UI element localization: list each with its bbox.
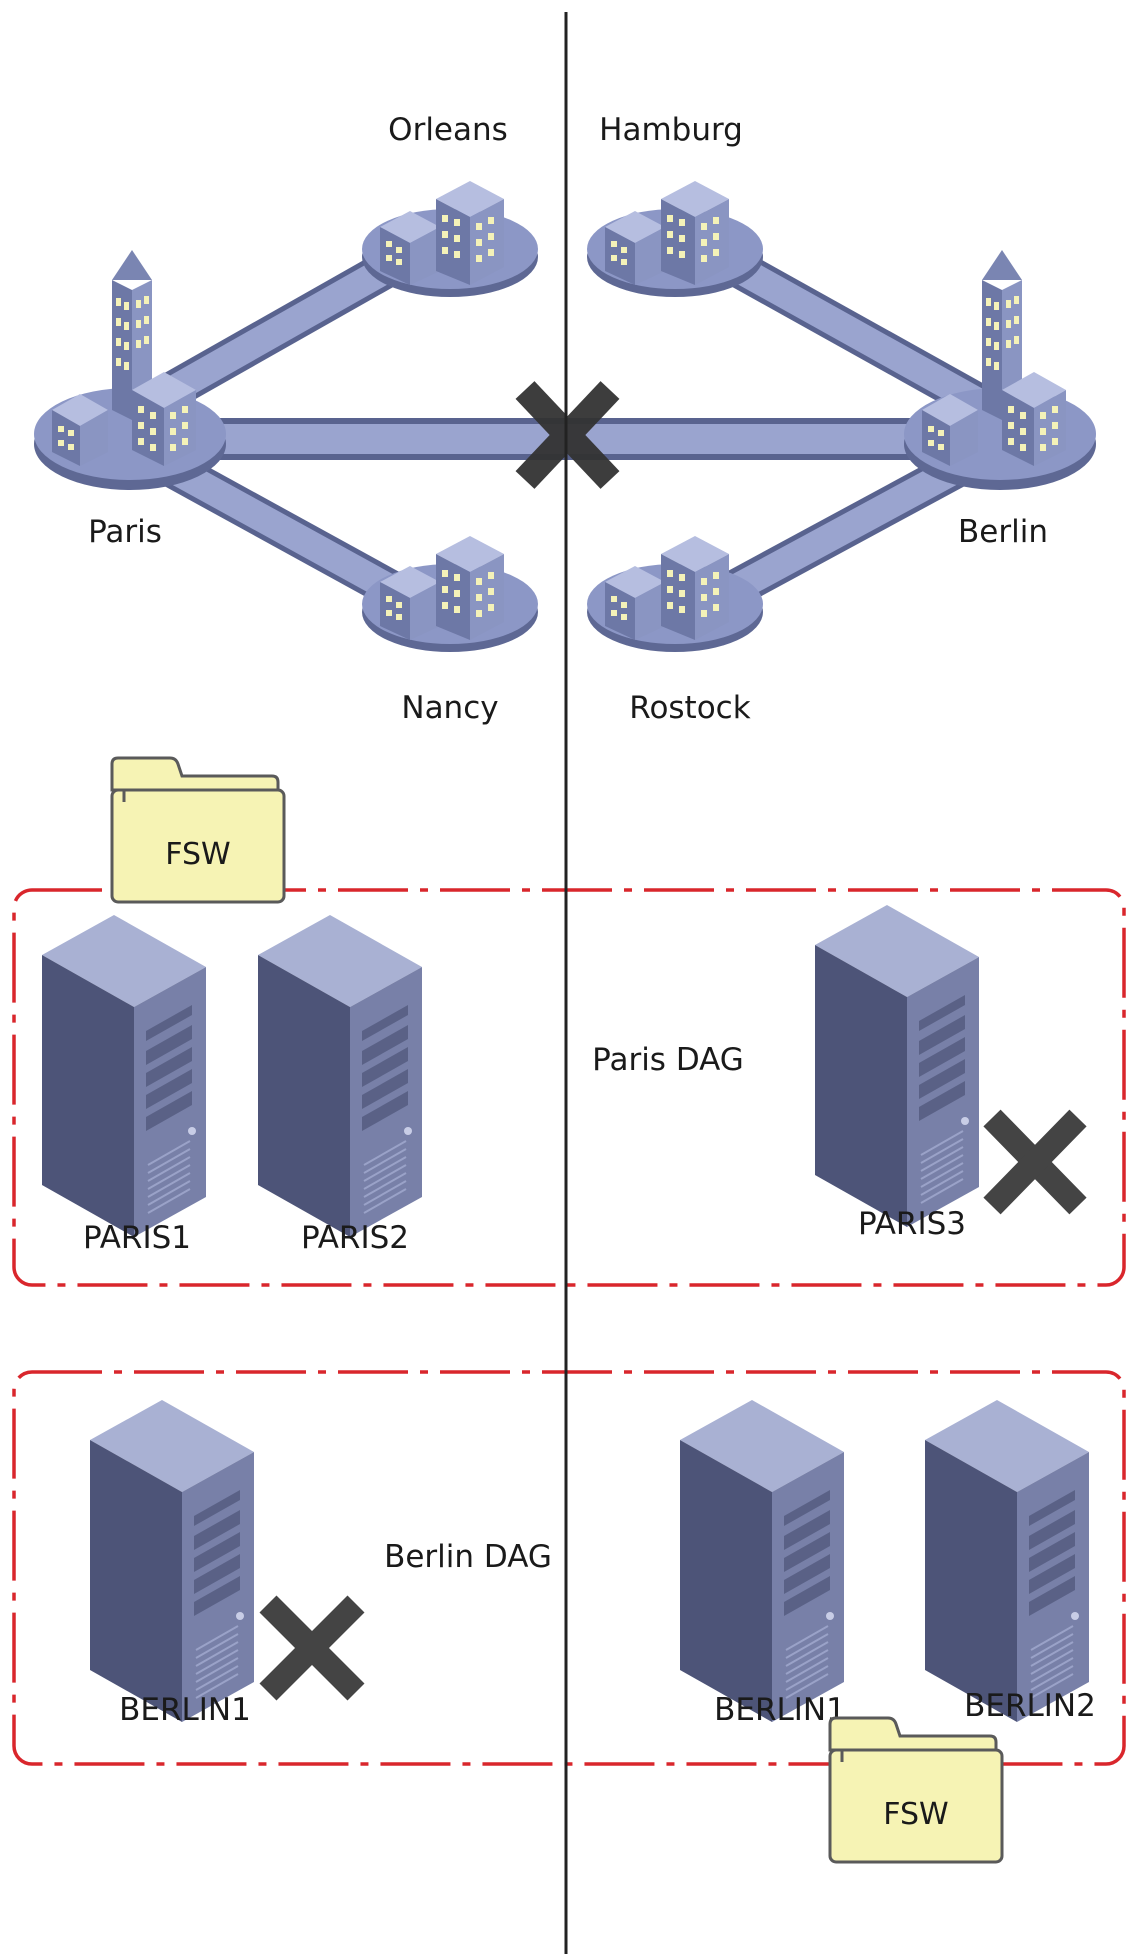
paris-dag-title: Paris DAG [592,1042,744,1078]
server-label-berlin1-left: BERLIN1 [119,1692,251,1728]
nancy-site-icon [362,536,538,652]
berlin1-left-server-icon [89,1399,255,1723]
paris2-server-icon [257,914,423,1238]
server-label-paris2: PARIS2 [301,1220,409,1256]
paris3-server-icon [814,904,980,1228]
paris1-server-icon [41,914,207,1238]
berlin-dag-boundary [12,1370,1126,1766]
server-label-berlin2: BERLIN2 [964,1688,1096,1724]
site-label-hamburg: Hamburg [599,112,743,148]
server-label-berlin1-right: BERLIN1 [714,1692,846,1728]
paris-fsw-label: FSW [165,837,230,872]
berlin-dag-title: Berlin DAG [384,1539,552,1575]
paris-dag-boundary [12,888,1126,1287]
site-label-nancy: Nancy [401,690,498,726]
link-berlin-hamburg [695,233,1020,437]
site-label-berlin: Berlin [958,514,1048,550]
berlin1-right-server-icon [679,1399,845,1723]
orleans-site-icon [362,181,538,297]
site-label-paris: Paris [88,514,162,550]
site-label-rostock: Rostock [629,690,750,726]
berlin2-server-icon [924,1399,1090,1723]
berlin-fsw-folder-icon: FSW [828,1716,1004,1864]
server-label-paris3: PARIS3 [858,1206,966,1242]
server-label-paris1: PARIS1 [83,1220,191,1256]
hamburg-site-icon [587,181,763,297]
berlin-fsw-label: FSW [883,1797,948,1832]
paris-fsw-folder-icon: FSW [110,756,286,904]
rostock-site-icon [587,536,763,652]
berlin1-failure-x-icon [259,1595,365,1701]
paris3-failure-x-icon [983,1109,1087,1215]
site-label-orleans: Orleans [388,112,508,148]
